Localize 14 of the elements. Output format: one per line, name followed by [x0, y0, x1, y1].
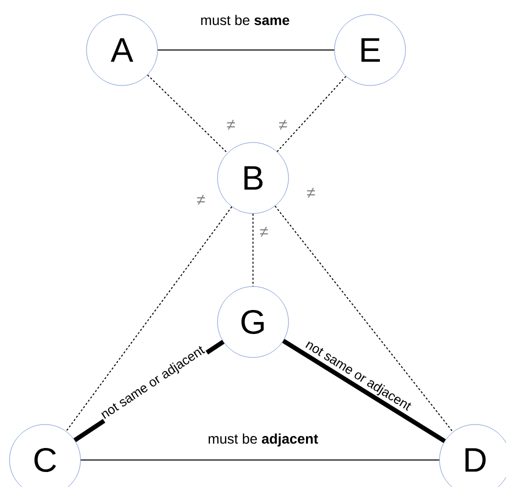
- edge-label: ≠: [196, 194, 206, 206]
- edge-label: ≠: [306, 186, 316, 200]
- edge-label: must be same: [199, 14, 291, 26]
- connector-line: [66, 206, 232, 432]
- connector-line: [274, 206, 454, 432]
- connector-line: [252, 213, 254, 287]
- edge-label: ≠: [278, 118, 288, 132]
- connector-line: [282, 338, 446, 444]
- edge-label: ≠: [258, 226, 270, 238]
- edge-label: must be adjacent: [206, 432, 320, 448]
- connector-line: [276, 76, 346, 152]
- connector-line: [147, 74, 228, 154]
- connector-line: [80, 459, 440, 460]
- edge-label: ≠: [226, 118, 236, 132]
